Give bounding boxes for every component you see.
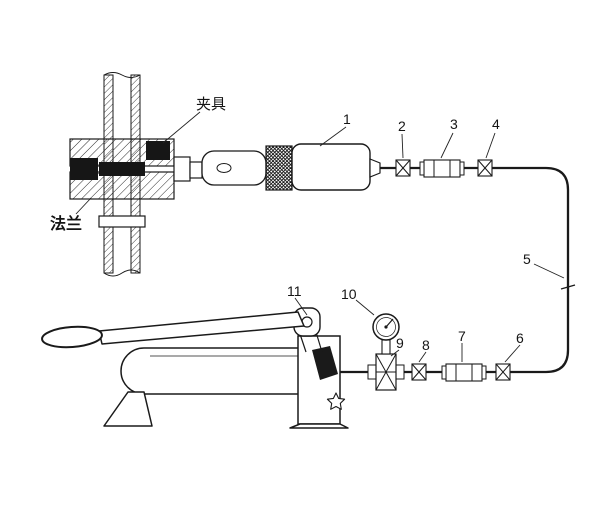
flange-label: 法兰 <box>50 214 82 233</box>
valve-block <box>367 353 405 391</box>
hydraulic-cylinder <box>201 143 381 191</box>
pump-link-a <box>299 333 307 353</box>
leader-5 <box>533 263 565 279</box>
coupler-7-body <box>445 363 483 382</box>
callout-8-label: 8 <box>422 337 430 353</box>
pump-link-b <box>315 331 323 353</box>
flange-assembly <box>69 138 203 200</box>
text-labels: 夹具 法兰 1 2 3 4 5 6 7 8 9 10 11 <box>50 96 531 353</box>
callout-3-label: 3 <box>450 116 458 132</box>
coupler-3 <box>419 159 465 178</box>
pump-handle-grip <box>41 325 103 349</box>
fitting-8 <box>411 363 427 381</box>
cylinder-tip <box>369 158 381 178</box>
clamp-label: 夹具 <box>196 96 226 113</box>
hose-run <box>340 166 576 374</box>
leader-clamp <box>162 111 201 144</box>
fitting-2-cross-b <box>395 159 411 177</box>
pipe-break-bottom <box>103 269 141 277</box>
cylinder-body <box>291 143 371 191</box>
pump-barrel <box>120 347 302 395</box>
valve-stub-left <box>367 364 377 380</box>
gauge-dial-inner <box>376 317 396 337</box>
coupler-3-cap-left <box>419 161 425 176</box>
pipe-break-top <box>103 72 141 78</box>
fitting-4-cross-b <box>477 159 493 177</box>
leader-2 <box>401 133 404 159</box>
fitting-2 <box>395 159 411 177</box>
clamp-block <box>146 141 170 160</box>
flange-stub-outer <box>173 156 191 182</box>
leader-11 <box>294 297 308 316</box>
callout-10-label: 10 <box>341 286 357 302</box>
flange-gasket-center <box>99 162 145 176</box>
flange-stub-inner <box>189 161 203 179</box>
callout-1-label: 1 <box>343 111 351 127</box>
leader-lines <box>75 111 565 363</box>
pump-release-star <box>326 392 346 410</box>
callout-9-label: 9 <box>396 335 404 351</box>
coupler-7-cap-left <box>441 365 447 380</box>
callout-4-label: 4 <box>492 116 500 132</box>
hand-pump <box>41 307 368 429</box>
cylinder-front-tube <box>201 150 267 186</box>
knurl-collar <box>265 145 293 191</box>
fitting-4 <box>477 159 493 177</box>
gauge-stem <box>381 339 391 355</box>
leader-4 <box>485 132 496 159</box>
leader-8 <box>418 351 427 363</box>
callout-7-label: 7 <box>458 328 466 344</box>
coupler-7 <box>441 363 487 382</box>
gauge-hub <box>384 325 388 329</box>
pipe-band-clamp <box>98 215 146 228</box>
fitting-6 <box>495 363 511 381</box>
callout-6-label: 6 <box>516 330 524 346</box>
coupler-3-body <box>423 159 461 178</box>
leader-10 <box>355 299 375 316</box>
callout-2-label: 2 <box>398 118 406 134</box>
leader-1 <box>319 126 347 147</box>
pump-leg-left <box>103 391 153 427</box>
hose-path <box>340 166 570 374</box>
pressure-gauge <box>372 313 400 355</box>
callout-5-label: 5 <box>523 251 531 267</box>
valve-stub-right <box>395 364 405 380</box>
leader-9 <box>390 349 400 357</box>
flange-gasket-left <box>70 158 98 180</box>
pump-leg-right <box>289 423 349 429</box>
leader-6 <box>504 344 521 363</box>
coupler-3-cap-right <box>459 161 465 176</box>
fitting-8-cross-b <box>411 363 427 381</box>
hose-joint-tick <box>560 284 576 290</box>
cylinder-slot <box>216 163 232 173</box>
leader-flange <box>75 197 92 215</box>
pump-handle-shaft <box>98 311 305 345</box>
pump-link-plate <box>312 346 338 380</box>
leader-3 <box>440 132 454 159</box>
coupler-7-cap-right <box>481 365 487 380</box>
callout-11-label: 11 <box>287 283 302 299</box>
fitting-6-cross-b <box>495 363 511 381</box>
gauge-needle <box>385 318 394 328</box>
